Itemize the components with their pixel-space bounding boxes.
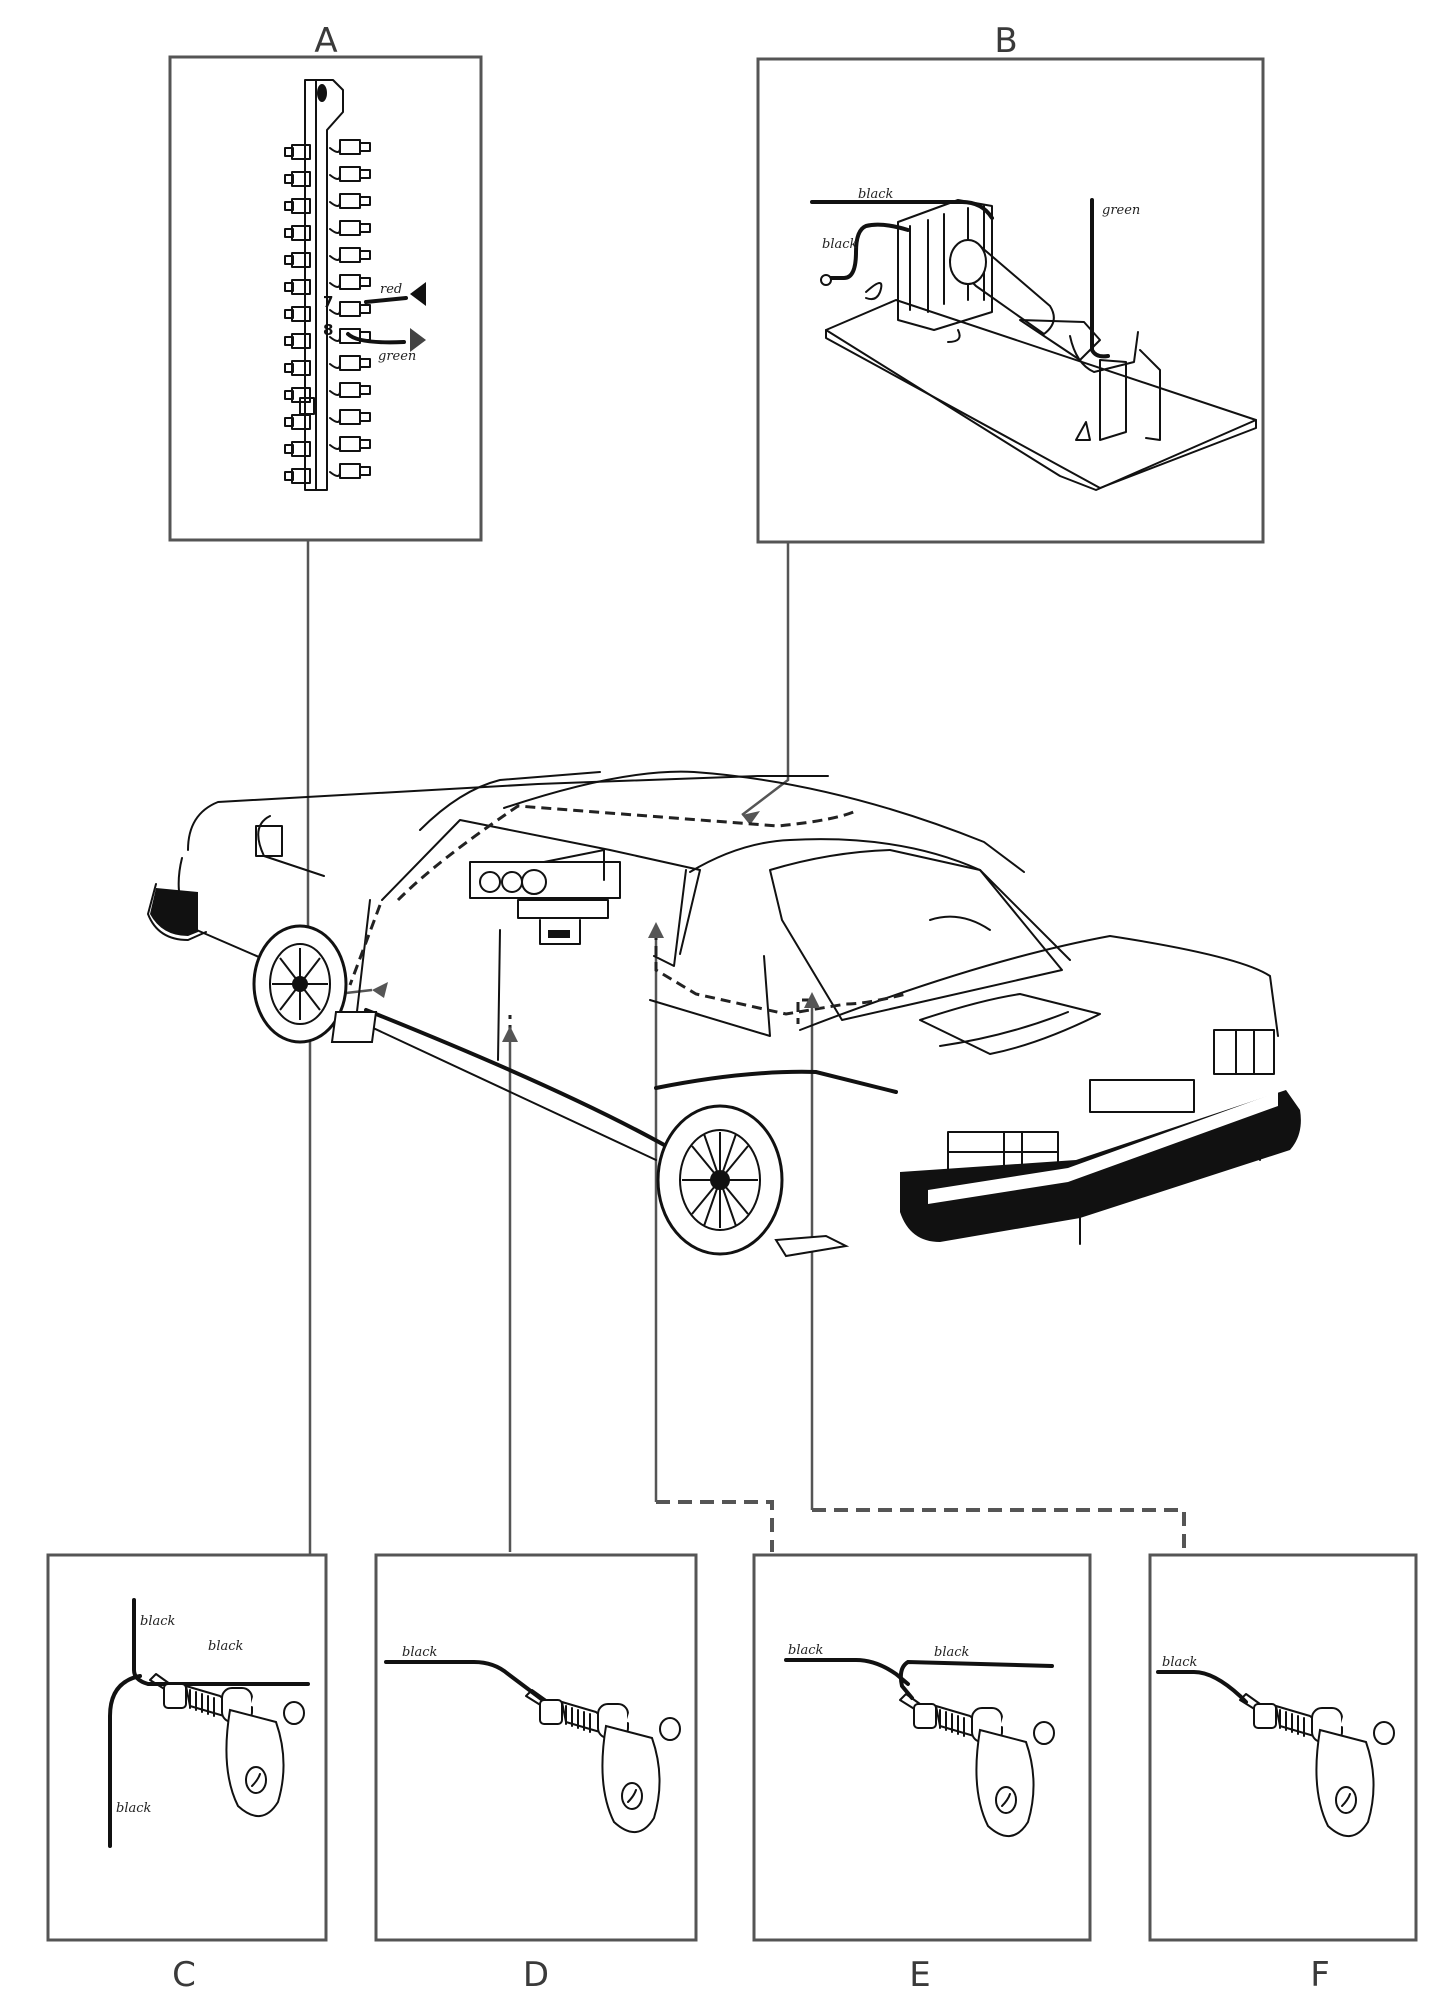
panel-d: black D bbox=[374, 1553, 698, 1993]
connector-strip-icon bbox=[284, 79, 371, 491]
black-wire-c-1-label: black bbox=[140, 1614, 176, 1629]
arrow-right-icon bbox=[410, 328, 426, 352]
green-wire bbox=[346, 332, 406, 345]
pin-7-label: 7 bbox=[323, 293, 333, 311]
interior-light-switch-icon bbox=[825, 199, 1257, 491]
black-wire-top-label: black bbox=[858, 187, 894, 202]
black-wire-e-2-label: black bbox=[934, 1645, 970, 1660]
black-wire-c-3-label: black bbox=[116, 1801, 152, 1816]
panel-b-frame bbox=[756, 57, 1265, 544]
panel-f-frame bbox=[1148, 1553, 1418, 1942]
panel-f: black F bbox=[1148, 1553, 1418, 1993]
black-wire-top bbox=[810, 200, 994, 220]
panel-e: black black E bbox=[752, 1553, 1092, 1993]
panel-c-frame bbox=[46, 1553, 328, 1942]
door-pin-switch-icon bbox=[1240, 1694, 1394, 1836]
black-wire-c-2-label: black bbox=[208, 1639, 244, 1654]
door-pin-switch-icon bbox=[900, 1694, 1054, 1836]
pin-8-label: 8 bbox=[323, 321, 333, 339]
black-wire-d-label: black bbox=[402, 1645, 438, 1660]
black-wire-e-2 bbox=[898, 1659, 1054, 1700]
panel-a-frame bbox=[168, 55, 483, 542]
black-wire-e-1-label: black bbox=[788, 1643, 824, 1658]
front-wheel bbox=[252, 924, 348, 1044]
black-wire-f bbox=[1156, 1670, 1248, 1704]
black-wire-left bbox=[826, 222, 910, 280]
panel-f-letter: F bbox=[1310, 1955, 1330, 1993]
black-wire-f-label: black bbox=[1162, 1655, 1198, 1670]
green-wire-b bbox=[1090, 198, 1110, 359]
black-wire-e-1 bbox=[784, 1658, 910, 1686]
black-wire-d bbox=[384, 1660, 550, 1706]
red-wire-label: red bbox=[380, 282, 402, 297]
arrow-left-icon bbox=[410, 282, 426, 306]
panel-d-letter: D bbox=[523, 1955, 549, 1993]
red-wire bbox=[364, 296, 408, 304]
panel-e-letter: E bbox=[909, 1955, 930, 1993]
door-pin-switch-icon bbox=[526, 1690, 680, 1832]
leader-lines bbox=[306, 540, 1186, 1555]
sedan-car-icon bbox=[147, 770, 1301, 1258]
panel-a: A 7 8 red green bbox=[168, 21, 483, 542]
panel-e-frame bbox=[752, 1553, 1092, 1942]
panel-b-letter: B bbox=[994, 21, 1017, 61]
door-pin-switch-icon bbox=[150, 1674, 304, 1816]
panel-d-frame bbox=[374, 1553, 698, 1942]
panel-b: B black black green bbox=[756, 21, 1265, 544]
rear-wheel bbox=[656, 1104, 784, 1256]
green-wire-label: green bbox=[378, 349, 416, 364]
panel-c-letter: C bbox=[172, 1955, 196, 1993]
black-wire-left-label: black bbox=[822, 237, 858, 252]
green-wire-b-label: green bbox=[1102, 203, 1140, 218]
black-wire-c-down bbox=[108, 1674, 142, 1848]
panel-c: black black black C bbox=[46, 1553, 328, 1993]
panel-a-letter: A bbox=[314, 21, 337, 61]
